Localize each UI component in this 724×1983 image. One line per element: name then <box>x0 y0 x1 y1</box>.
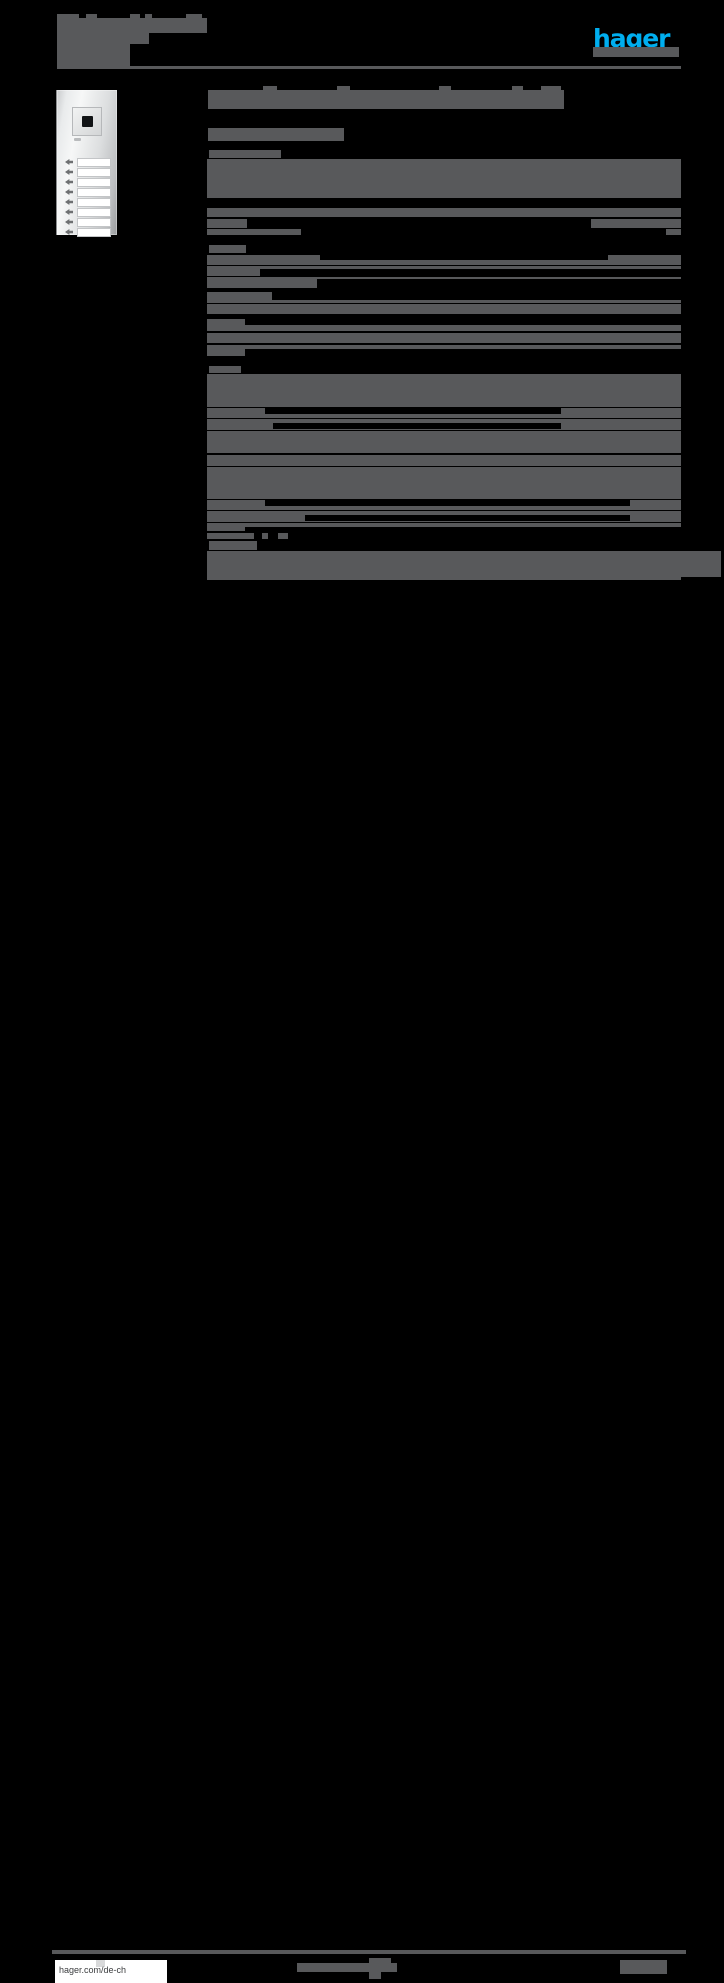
table-row-mask <box>245 319 681 325</box>
camera-lens-icon <box>82 116 93 127</box>
header-caps-3 <box>130 14 140 21</box>
table-row-mask <box>268 533 278 539</box>
bell-key-icon <box>65 159 73 165</box>
call-button-row <box>65 208 113 217</box>
table-row-mask <box>317 279 681 288</box>
bell-key-icon <box>65 219 73 225</box>
table-row-underline <box>207 577 681 580</box>
call-button-row <box>65 218 113 227</box>
footer-divider <box>52 1950 686 1954</box>
footer-url-highlight: hager.com/de-ch <box>55 1960 167 1983</box>
table-row-mask <box>272 292 681 300</box>
table-row-mask <box>265 408 561 414</box>
table-row <box>207 374 681 407</box>
table-row-label <box>209 150 281 158</box>
table-row <box>207 467 681 499</box>
table-row-mask <box>305 515 630 521</box>
call-button-row <box>65 228 113 237</box>
table-row-mask <box>320 255 608 260</box>
header-title-line-2 <box>57 44 130 66</box>
page-header: hager <box>0 0 724 80</box>
title-ascender-2 <box>337 86 350 93</box>
table-row <box>207 455 681 466</box>
header-title-line-1-body <box>57 22 149 44</box>
table-row <box>207 333 681 343</box>
name-plate <box>77 178 111 187</box>
table-row-label <box>209 245 246 253</box>
footer-center-descender <box>369 1972 381 1979</box>
table-row-mask <box>288 533 721 539</box>
table-row-label <box>209 541 257 550</box>
title-ascender-1 <box>263 86 277 93</box>
name-plate <box>77 168 111 177</box>
page-footer: hager.com/de-ch <box>0 972 724 1983</box>
table-row-mask <box>254 533 262 539</box>
hager-logo: hager <box>593 24 679 57</box>
footer-url-link[interactable]: hager.com/de-ch <box>59 1965 127 1975</box>
table-row-mask <box>245 527 681 531</box>
title-ascender-4 <box>512 86 523 93</box>
table-row-mask <box>245 349 681 356</box>
bell-key-icon <box>65 189 73 195</box>
table-row <box>207 304 681 314</box>
header-caps-2 <box>86 14 97 21</box>
table-row <box>207 551 721 577</box>
table-row-label <box>209 366 241 373</box>
name-plate <box>77 228 111 237</box>
hager-logo-redaction <box>593 47 679 57</box>
title-ascender-5 <box>541 86 561 93</box>
product-image <box>56 90 117 238</box>
bell-key-icon <box>65 199 73 205</box>
bell-key-icon <box>65 229 73 235</box>
call-button-row <box>65 158 113 167</box>
header-caps-1 <box>57 14 79 21</box>
bell-key-icon <box>65 209 73 215</box>
title-ascender-3 <box>439 86 451 93</box>
main-content <box>207 86 721 580</box>
table-row-mask <box>260 269 681 276</box>
table-row <box>207 255 681 265</box>
camera-module-icon <box>72 107 102 136</box>
call-button-row <box>65 198 113 207</box>
call-button-row <box>65 168 113 177</box>
name-plate <box>77 188 111 197</box>
name-plate <box>77 208 111 217</box>
table-row-mask <box>301 229 666 235</box>
footer-center-caps <box>369 1958 391 1965</box>
bell-key-icon <box>65 169 73 175</box>
header-caps-5 <box>186 14 202 21</box>
call-button-row <box>65 188 113 197</box>
hager-logo-text: hager <box>593 24 670 53</box>
page-subtitle <box>208 128 344 141</box>
call-button-row <box>65 178 113 187</box>
table-row-mask <box>247 219 591 228</box>
page-title <box>208 90 564 109</box>
name-plate <box>77 198 111 207</box>
table-row-mask <box>265 500 630 506</box>
table-row-mask <box>273 423 561 429</box>
header-divider <box>57 66 681 69</box>
name-plate <box>77 218 111 227</box>
name-plate <box>77 158 111 167</box>
table-row <box>207 208 681 217</box>
footer-page-number <box>620 1960 667 1974</box>
bell-key-icon <box>65 179 73 185</box>
table-row <box>207 159 681 198</box>
name-plate-backlight <box>74 138 81 141</box>
header-caps-4 <box>145 14 152 21</box>
table-row <box>207 431 681 453</box>
call-button-list <box>65 158 113 238</box>
